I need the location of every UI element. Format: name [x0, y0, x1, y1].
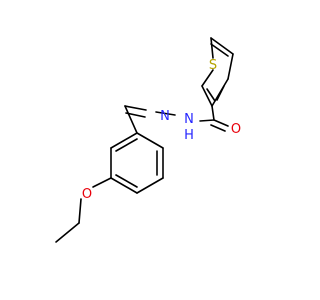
sulfur-atom-label: S: [209, 58, 217, 73]
bond-c2-c3: [201, 85, 213, 107]
bond-c4-c5: [227, 53, 234, 80]
bond-ring-carbonyl: [211, 105, 215, 121]
bond-c3-c4-inner: [216, 85, 225, 101]
bond-c5-c1: [210, 37, 234, 55]
bond-b6-b1: [110, 132, 138, 149]
bond-ch2-ch3: [55, 222, 80, 243]
bond-b4-b5: [110, 177, 138, 194]
bond-b3-b4: [136, 177, 164, 194]
amide-hydrogen-label: H: [184, 128, 194, 143]
bond-ether-o-ch2: [78, 198, 82, 224]
bond-ch-ring: [124, 105, 138, 134]
hydrazone-n2-label: N: [160, 109, 170, 124]
bond-c2-c3-inner: [206, 88, 216, 102]
thiophene-ring: [201, 37, 234, 107]
bond-c1-s: [210, 37, 214, 59]
bond-s-c2: [201, 69, 214, 87]
carbonyl-oxygen-label: O: [231, 122, 241, 137]
bond-carbonyl-o-2: [210, 124, 226, 132]
bond-carbonyl-n: [199, 119, 215, 122]
ether-oxygen-label: O: [82, 187, 92, 202]
bond-b4-b5-inner: [115, 174, 138, 188]
bond-carbonyl-o-1: [213, 119, 229, 127]
bond-n-ch: [124, 105, 147, 111]
bond-b6-b1-inner: [115, 138, 138, 152]
molecule-structure-diagram: S O N H N O: [55, 37, 241, 243]
bond-b1-b2: [136, 132, 164, 149]
bond-n-n: [155, 111, 176, 116]
bond-c5-c1-inner: [210, 43, 229, 57]
bond-ring-ether-o: [92, 177, 112, 188]
hydrazone-n1-label: N: [184, 112, 194, 127]
benzene-ring: [110, 132, 164, 194]
